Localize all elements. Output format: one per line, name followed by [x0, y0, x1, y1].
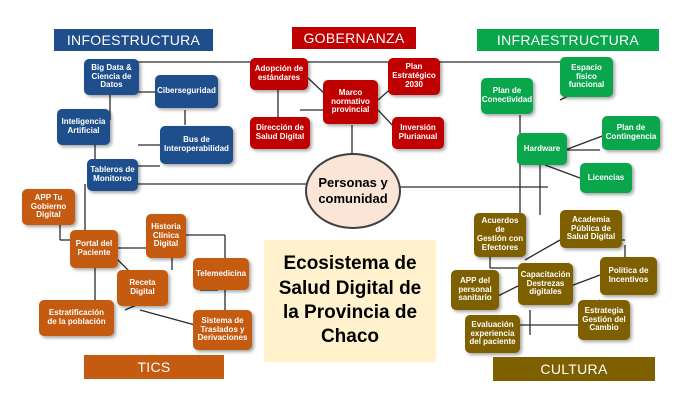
- node-app-personal: APP del personal sanitario: [451, 270, 499, 310]
- node-historia-clinica: Historia Clínica Digital: [146, 214, 186, 258]
- header-gobernanza: GOBERNANZA: [292, 27, 416, 49]
- node-politica-incentivos: Política de Incentivos: [600, 257, 657, 295]
- node-estratificacion: Estratificación de la población: [39, 300, 114, 336]
- node-evaluacion-experiencia: Evaluación experiencia del paciente: [465, 315, 520, 353]
- node-telemedicina: Telemedicina: [193, 258, 249, 290]
- node-bus-interoperabilidad: Bus de Interoperabilidad: [160, 126, 233, 164]
- node-plan-conectividad: Plan de Conectividad: [481, 78, 533, 114]
- node-portal-paciente: Portal del Paciente: [70, 230, 118, 268]
- node-licencias: Licencias: [580, 163, 632, 193]
- node-sistema-traslados: Sistema de Traslados y Derivaciones: [193, 310, 252, 350]
- node-receta-digital: Receta Digital: [117, 270, 168, 306]
- node-inteligencia-artificial: Inteligencia Artificial: [57, 109, 110, 145]
- header-infraestructura: INFRAESTRUCTURA: [477, 29, 659, 51]
- header-infoestructura: INFOESTRUCTURA: [54, 29, 213, 51]
- header-tics: TICS: [84, 355, 224, 379]
- node-big-data: Big Data & Ciencia de Datos: [84, 59, 139, 95]
- node-acuerdos-gestion: Acuerdos de Gestión con Efectores: [474, 213, 526, 257]
- node-plan-estrategico: Plan Estratégico 2030: [388, 58, 440, 95]
- node-espacio-fisico: Espacio físico funcional: [560, 57, 613, 97]
- node-capacitacion: Capacitación Destrezas digitales: [518, 263, 573, 305]
- node-tableros-monitoreo: Tableros de Monitoreo: [87, 159, 138, 191]
- node-direccion-salud-digital: Dirección de Salud Digital: [250, 117, 310, 149]
- node-hardware: Hardware: [517, 133, 567, 165]
- node-app-tu-gobierno: APP Tu Gobierno Digital: [22, 189, 75, 225]
- node-academia-publica: Academia Pública de Salud Digital: [560, 210, 622, 248]
- center-personas-comunidad: Personas y comunidad: [305, 153, 401, 229]
- header-cultura: CULTURA: [493, 357, 655, 381]
- node-adopcion-estandares: Adopción de estándares: [250, 58, 308, 90]
- node-plan-contingencia: Plan de Contingencia: [602, 116, 660, 150]
- node-estrategia-cambio: Estrategia Gestión del Cambio: [578, 300, 630, 340]
- node-ciberseguridad: Ciberseguridad: [155, 75, 218, 108]
- diagram-title: Ecosistema de Salud Digital de la Provin…: [264, 240, 436, 362]
- node-marco-normativo: Marco normativo provincial: [323, 80, 378, 124]
- node-inversion-plurianual: Inversión Plurianual: [392, 117, 444, 149]
